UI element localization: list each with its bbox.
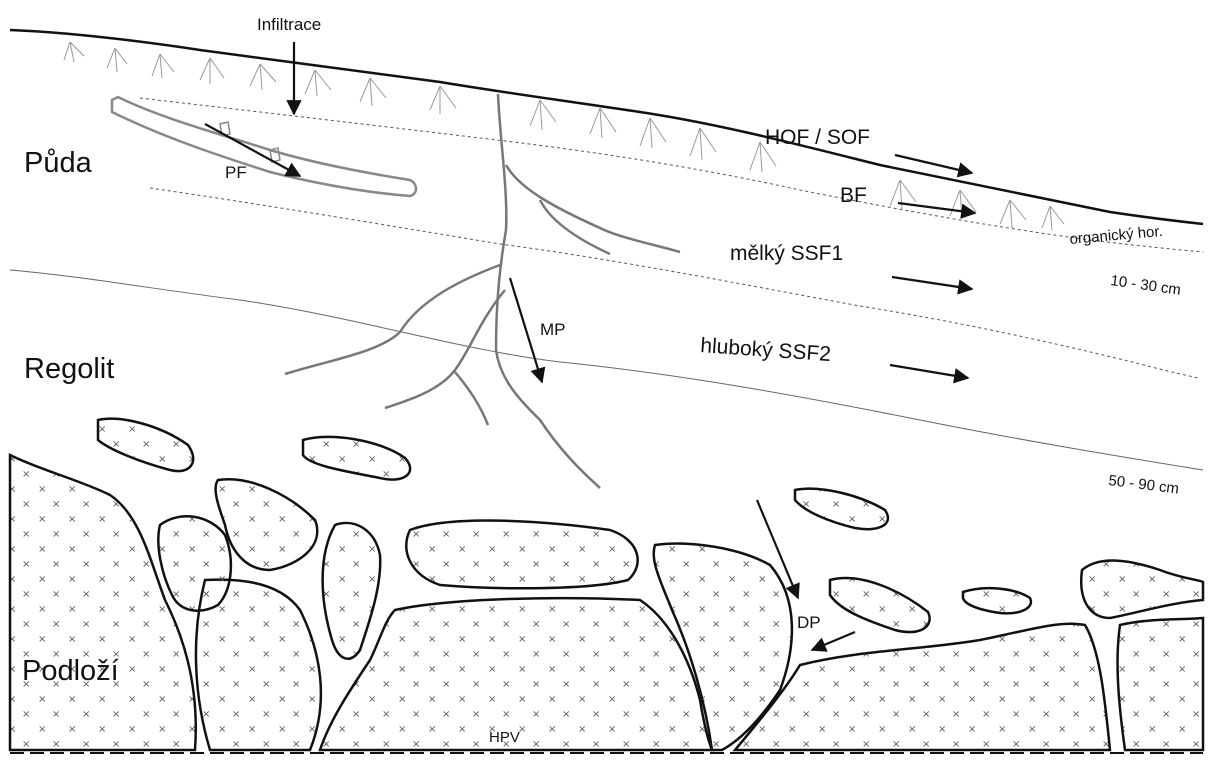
label-regolith: Regolit <box>24 353 114 385</box>
label-shallow-ssf: mělký SSF1 <box>730 242 843 265</box>
label-macropore: MP <box>540 320 566 339</box>
regolith-boundary-line <box>10 270 1203 470</box>
shallow-horizon-line <box>150 188 1198 378</box>
label-deep-ssf: hluboký SSF2 <box>700 334 832 366</box>
macropore-channels <box>285 94 680 488</box>
label-deep-percolation: DP <box>797 613 821 632</box>
label-pipe-flow: PF <box>225 163 247 182</box>
root-system <box>64 42 1064 230</box>
label-bypass-flow: BF <box>840 184 867 207</box>
label-deep-depth: 50 - 90 cm <box>1108 472 1180 498</box>
label-overland-flow: HOF / SOF <box>765 126 870 149</box>
ground-surface <box>10 30 1203 224</box>
label-shallow-depth: 10 - 30 cm <box>1109 272 1182 299</box>
label-infiltration: Infiltrace <box>257 15 321 34</box>
label-groundwater: HPV <box>489 729 520 746</box>
bedrock <box>10 419 1203 750</box>
label-organic-horizon: organický hor. <box>1069 223 1164 248</box>
label-soil: Půda <box>24 147 93 179</box>
soil-pipe <box>112 97 416 196</box>
label-bedrock: Podloží <box>22 655 119 687</box>
